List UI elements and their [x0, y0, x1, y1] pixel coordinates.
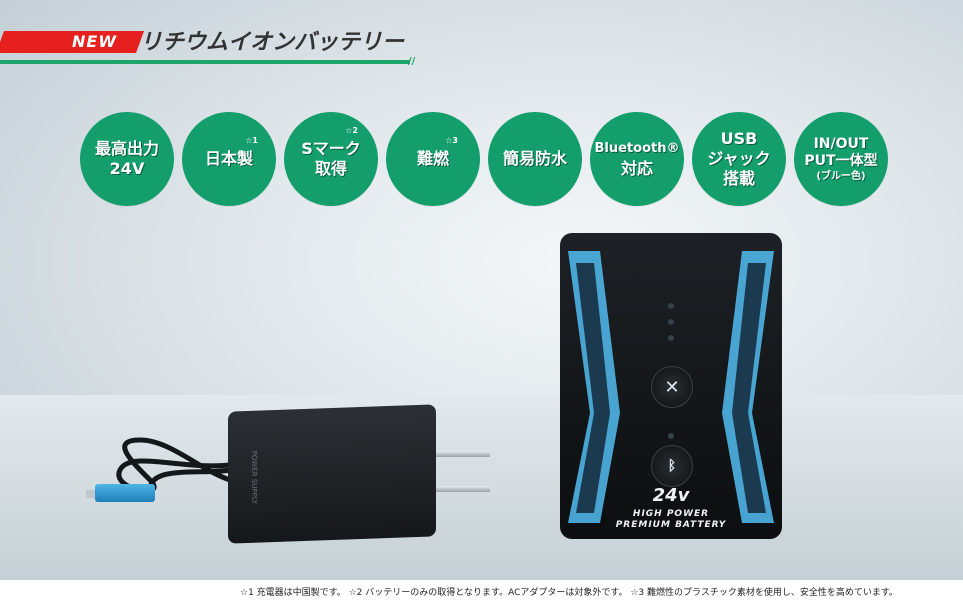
- battery-brand-line2: PREMIUM BATTERY: [615, 520, 727, 530]
- ac-adapter: POWER SUPPLY: [228, 404, 436, 544]
- feature-made-in-japan: 日本製 ☆1: [182, 112, 276, 206]
- cable-plug: [95, 484, 155, 502]
- feature-text: 取得: [314, 159, 347, 178]
- feature-text: IN/OUT: [813, 135, 869, 152]
- battery-led: [668, 303, 674, 309]
- feature-in-out-put: IN/OUT PUT一体型 (ブルー色): [794, 112, 888, 206]
- feature-bluetooth: Bluetooth® 対応: [590, 112, 684, 206]
- footnote: ☆1 充電器は中国製です。 ☆2 バッテリーのみの取得となります。ACアダプター…: [240, 588, 898, 598]
- feature-text: 24V: [109, 159, 145, 178]
- underline-slashes: //: [408, 56, 416, 67]
- battery-voltage: 24v: [652, 485, 690, 506]
- feature-text: PUT一体型: [804, 152, 878, 169]
- battery-led: [668, 335, 674, 341]
- bluetooth-button[interactable]: ᛒ: [651, 445, 693, 487]
- adapter-cable: [116, 437, 231, 494]
- cable-plug-tip: [86, 490, 100, 498]
- feature-note: ☆3: [445, 136, 458, 145]
- feature-note: ☆1: [245, 136, 258, 145]
- feature-text: 日本製: [204, 149, 253, 168]
- feature-list: 最高出力 24V 日本製 ☆1 Sマーク 取得 ☆2 難燃 ☆3 簡易防水 Bl…: [80, 112, 900, 208]
- bluetooth-icon: ᛒ: [667, 458, 677, 474]
- feature-text: Sマーク: [301, 139, 361, 158]
- feature-flame-retardant: 難燃 ☆3: [386, 112, 480, 206]
- adapter-prong-bottom: [436, 486, 490, 492]
- feature-text: (ブルー色): [816, 170, 866, 182]
- feature-s-mark: Sマーク 取得 ☆2: [284, 112, 378, 206]
- battery-led: [668, 433, 674, 439]
- title-underline: [0, 60, 410, 64]
- feature-text: Bluetooth®: [594, 141, 680, 156]
- feature-note: ☆2: [345, 126, 358, 135]
- battery-brand-line1: HIGH POWER: [632, 509, 710, 519]
- adapter-label: POWER SUPPLY: [250, 450, 258, 505]
- battery: ✕ ᛒ 24v HIGH POWER PREMIUM BATTERY: [560, 233, 782, 539]
- feature-text: 簡易防水: [502, 149, 567, 168]
- power-button[interactable]: ✕: [651, 366, 693, 408]
- feature-usb-jack: USB ジャック 搭載: [692, 112, 786, 206]
- fan-icon: ✕: [664, 376, 680, 398]
- feature-text: 搭載: [722, 169, 755, 188]
- feature-text: 最高出力: [94, 139, 159, 158]
- header: NEW リチウムイオンバッテリー //: [0, 22, 430, 72]
- adapter-prong-top: [436, 451, 490, 457]
- page-title: リチウムイオンバッテリー: [140, 30, 405, 55]
- new-badge: NEW: [72, 32, 117, 51]
- feature-text: ジャック: [707, 149, 771, 168]
- battery-led: [668, 319, 674, 325]
- product-photo: NEW リチウムイオンバッテリー // 最高出力 24V 日本製 ☆1 Sマーク…: [0, 0, 963, 580]
- battery-accent-graphic: [568, 251, 774, 523]
- feature-text: 対応: [620, 159, 653, 178]
- feature-waterproof: 簡易防水: [488, 112, 582, 206]
- feature-max-output: 最高出力 24V: [80, 112, 174, 206]
- feature-text: 難燃: [416, 149, 449, 168]
- feature-text: USB: [720, 129, 758, 148]
